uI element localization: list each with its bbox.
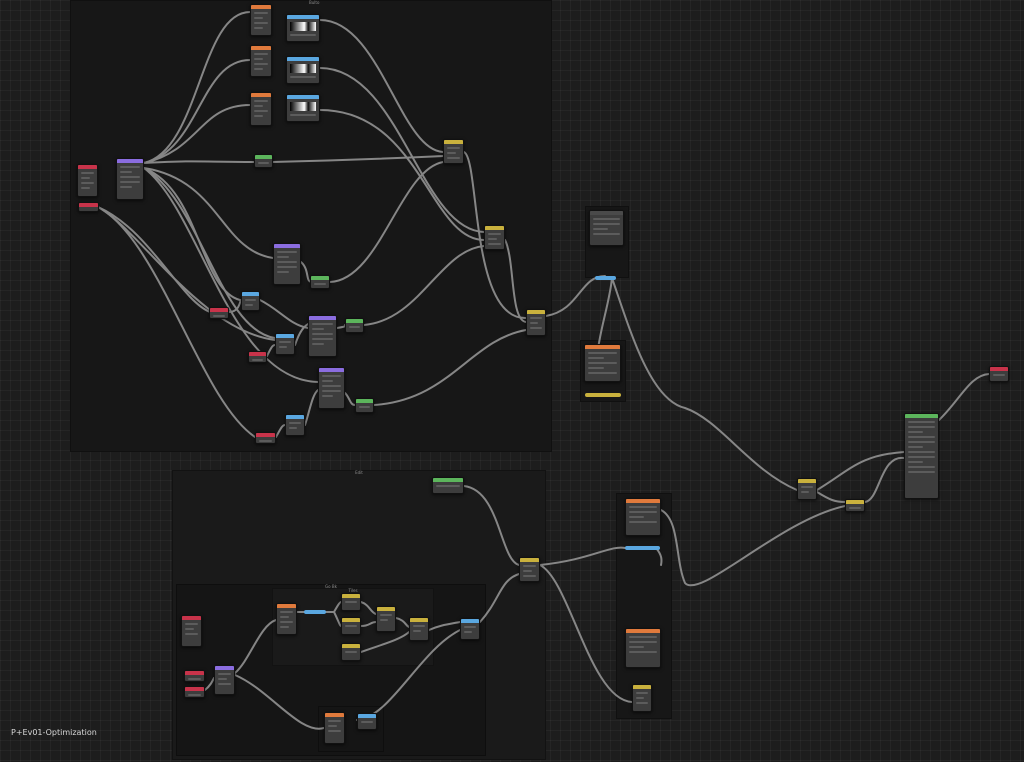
color-ramp-node[interactable] [286,94,320,122]
texture-node[interactable] [250,92,272,126]
material-output-node[interactable] [989,366,1009,382]
mix-node[interactable] [341,593,361,611]
shader-node[interactable] [310,275,330,289]
color-ramp-node[interactable] [286,56,320,84]
frame-label: Edit [355,470,363,475]
color-ramp-node[interactable] [286,14,320,42]
vector-node[interactable] [275,333,295,355]
reroute-node[interactable] [595,276,616,280]
input-node[interactable] [184,670,205,682]
shader-node[interactable] [345,318,364,333]
reroute-node[interactable] [585,393,621,397]
texture-node[interactable] [625,498,661,536]
input-node[interactable] [209,307,229,319]
mix-node[interactable] [519,557,540,582]
texture-node[interactable] [276,603,297,635]
mix-node[interactable] [797,478,817,500]
reroute-node[interactable] [625,546,660,550]
mix-node[interactable] [341,617,361,635]
shader-node[interactable] [432,477,464,494]
principled-bsdf-node[interactable] [904,413,939,499]
converter-node[interactable] [318,367,345,409]
converter-node[interactable] [273,243,301,285]
texture-node[interactable] [625,628,661,668]
frame-label: Tiles [348,588,358,593]
texture-node[interactable] [250,4,272,36]
reroute-node[interactable] [304,610,326,614]
mix-node[interactable] [526,309,546,336]
mix-node[interactable] [484,225,505,250]
texture-node[interactable] [584,344,621,382]
shader-node[interactable] [355,398,374,413]
frame-label: Go Bk [325,584,337,589]
mix-node[interactable] [632,684,652,712]
vector-node[interactable] [241,291,260,311]
vector-node[interactable] [460,618,480,640]
input-node[interactable] [184,686,205,698]
mix-node[interactable] [376,606,396,632]
shader-node[interactable] [254,154,273,168]
node-tree-name: P+Ev01-Optimization [11,728,97,737]
vector-node[interactable] [285,414,305,436]
mix-node[interactable] [845,499,865,512]
frame-label: Bulto [309,0,320,5]
mix-node[interactable] [443,139,464,164]
input-node[interactable] [77,164,98,197]
texture-node[interactable] [589,210,624,246]
texture-node[interactable] [324,712,345,744]
input-node[interactable] [181,615,202,647]
converter-node[interactable] [116,158,144,200]
input-node[interactable] [248,351,267,363]
input-node[interactable] [78,202,99,212]
vector-node[interactable] [357,713,377,730]
texture-node[interactable] [250,45,272,77]
mix-node[interactable] [409,617,429,641]
input-node[interactable] [255,432,276,444]
converter-node[interactable] [214,665,235,695]
converter-node[interactable] [308,315,337,357]
mix-node[interactable] [341,643,361,661]
